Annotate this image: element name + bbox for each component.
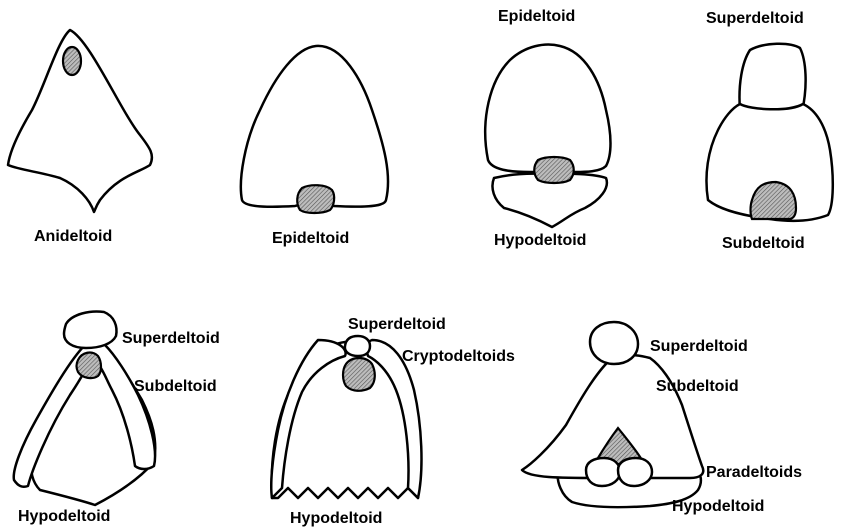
epideltoid-label: Epideltoid xyxy=(272,230,349,248)
anideltoid-pore xyxy=(63,47,81,75)
subdeltoid-pore xyxy=(751,182,797,219)
epideltoid-top-label: Epideltoid xyxy=(498,8,575,26)
hypodeltoid-label: Hypodeltoid xyxy=(494,232,586,250)
subdeltoid-label: Subdeltoid xyxy=(722,235,805,253)
figure-epideltoid-hypodeltoid xyxy=(485,45,610,227)
right-paradeltoid-plate xyxy=(618,458,652,486)
superdeltoid-plate xyxy=(739,44,805,112)
figure-superdeltoid-subdeltoid xyxy=(706,44,832,221)
epideltoid-plate xyxy=(241,46,388,207)
superdeltoid-label: Superdeltoid xyxy=(650,338,748,356)
subdeltoid-label: Subdeltoid xyxy=(656,378,739,396)
superdeltoid-label: Superdeltoid xyxy=(122,330,220,348)
epideltoid-pore xyxy=(534,157,574,183)
hypodeltoid-label: Hypodeltoid xyxy=(18,508,110,526)
superdeltoid-plate xyxy=(64,312,117,349)
cryptodeltoid-pore xyxy=(343,358,375,391)
figure-anideltoid xyxy=(8,30,152,212)
hypodeltoid-label: Hypodeltoid xyxy=(672,498,764,516)
subdeltoid-label: Subdeltoid xyxy=(134,378,217,396)
paradeltoids-label: Paradeltoids xyxy=(706,464,802,482)
subdeltoid-pore xyxy=(77,353,102,379)
hypodeltoid-label: Hypodeltoid xyxy=(290,510,382,528)
figure-cryptodeltoids xyxy=(271,336,421,498)
superdeltoid-label: Superdeltoid xyxy=(348,316,446,334)
epideltoid-plate xyxy=(485,45,610,172)
superdeltoid-label: Superdeltoid xyxy=(706,10,804,28)
anideltoid-label: Anideltoid xyxy=(34,228,112,246)
superdeltoid-plate xyxy=(590,322,638,364)
figure-epideltoid xyxy=(241,46,388,213)
superdeltoid-plate xyxy=(345,336,370,356)
left-paradeltoid-plate xyxy=(586,458,620,486)
epideltoid-pore xyxy=(297,185,334,213)
cryptodeltoids-label: Cryptodeltoids xyxy=(402,348,515,366)
